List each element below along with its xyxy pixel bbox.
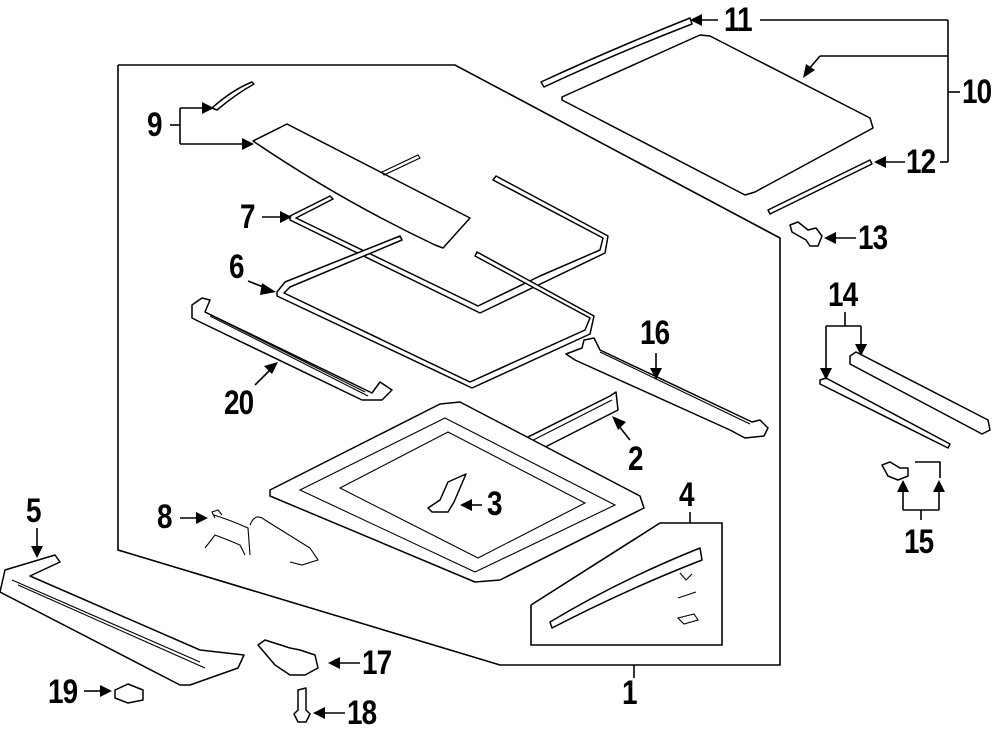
callout-15: 15 [904, 523, 934, 561]
part-13-bolt [789, 221, 856, 247]
part-15-clips [881, 461, 945, 520]
callout-11: 11 [724, 1, 753, 39]
callout-16: 16 [640, 314, 670, 352]
part-18-screw [293, 687, 345, 723]
callout-17: 17 [362, 644, 392, 682]
callout-5: 5 [26, 492, 42, 530]
callout-18: 18 [347, 694, 377, 732]
callout-14: 14 [828, 276, 858, 314]
part-5-sunshade [0, 528, 245, 686]
part-14-side-moldings [819, 312, 991, 449]
callout-20: 20 [224, 384, 254, 422]
group-box-1 [117, 64, 781, 678]
part-8-wire-harness [180, 509, 319, 566]
part-9-glass-panel [170, 81, 471, 249]
callout-4: 4 [679, 476, 695, 514]
part-6-weatherstrip [247, 235, 595, 389]
callout-7: 7 [240, 198, 256, 236]
callout-6: 6 [229, 248, 245, 286]
callout-1: 1 [622, 674, 638, 712]
part-3-bracket [427, 473, 482, 513]
callout-19: 19 [48, 673, 78, 711]
callout-9: 9 [147, 106, 163, 144]
part-7-seal [262, 154, 609, 314]
callout-8: 8 [157, 498, 173, 536]
part-10-roof-glass [540, 14, 960, 215]
part-20-drain-trough [191, 297, 393, 401]
part-4-deflector-kit [530, 512, 723, 646]
part-17-motor [257, 639, 360, 676]
callout-3: 3 [487, 485, 503, 523]
callout-2: 2 [628, 440, 644, 478]
part-19-clip [84, 683, 144, 704]
part-16-cable-drive [565, 337, 769, 439]
callout-10: 10 [962, 73, 992, 111]
callout-13: 13 [858, 219, 888, 257]
callout-12: 12 [906, 143, 936, 181]
